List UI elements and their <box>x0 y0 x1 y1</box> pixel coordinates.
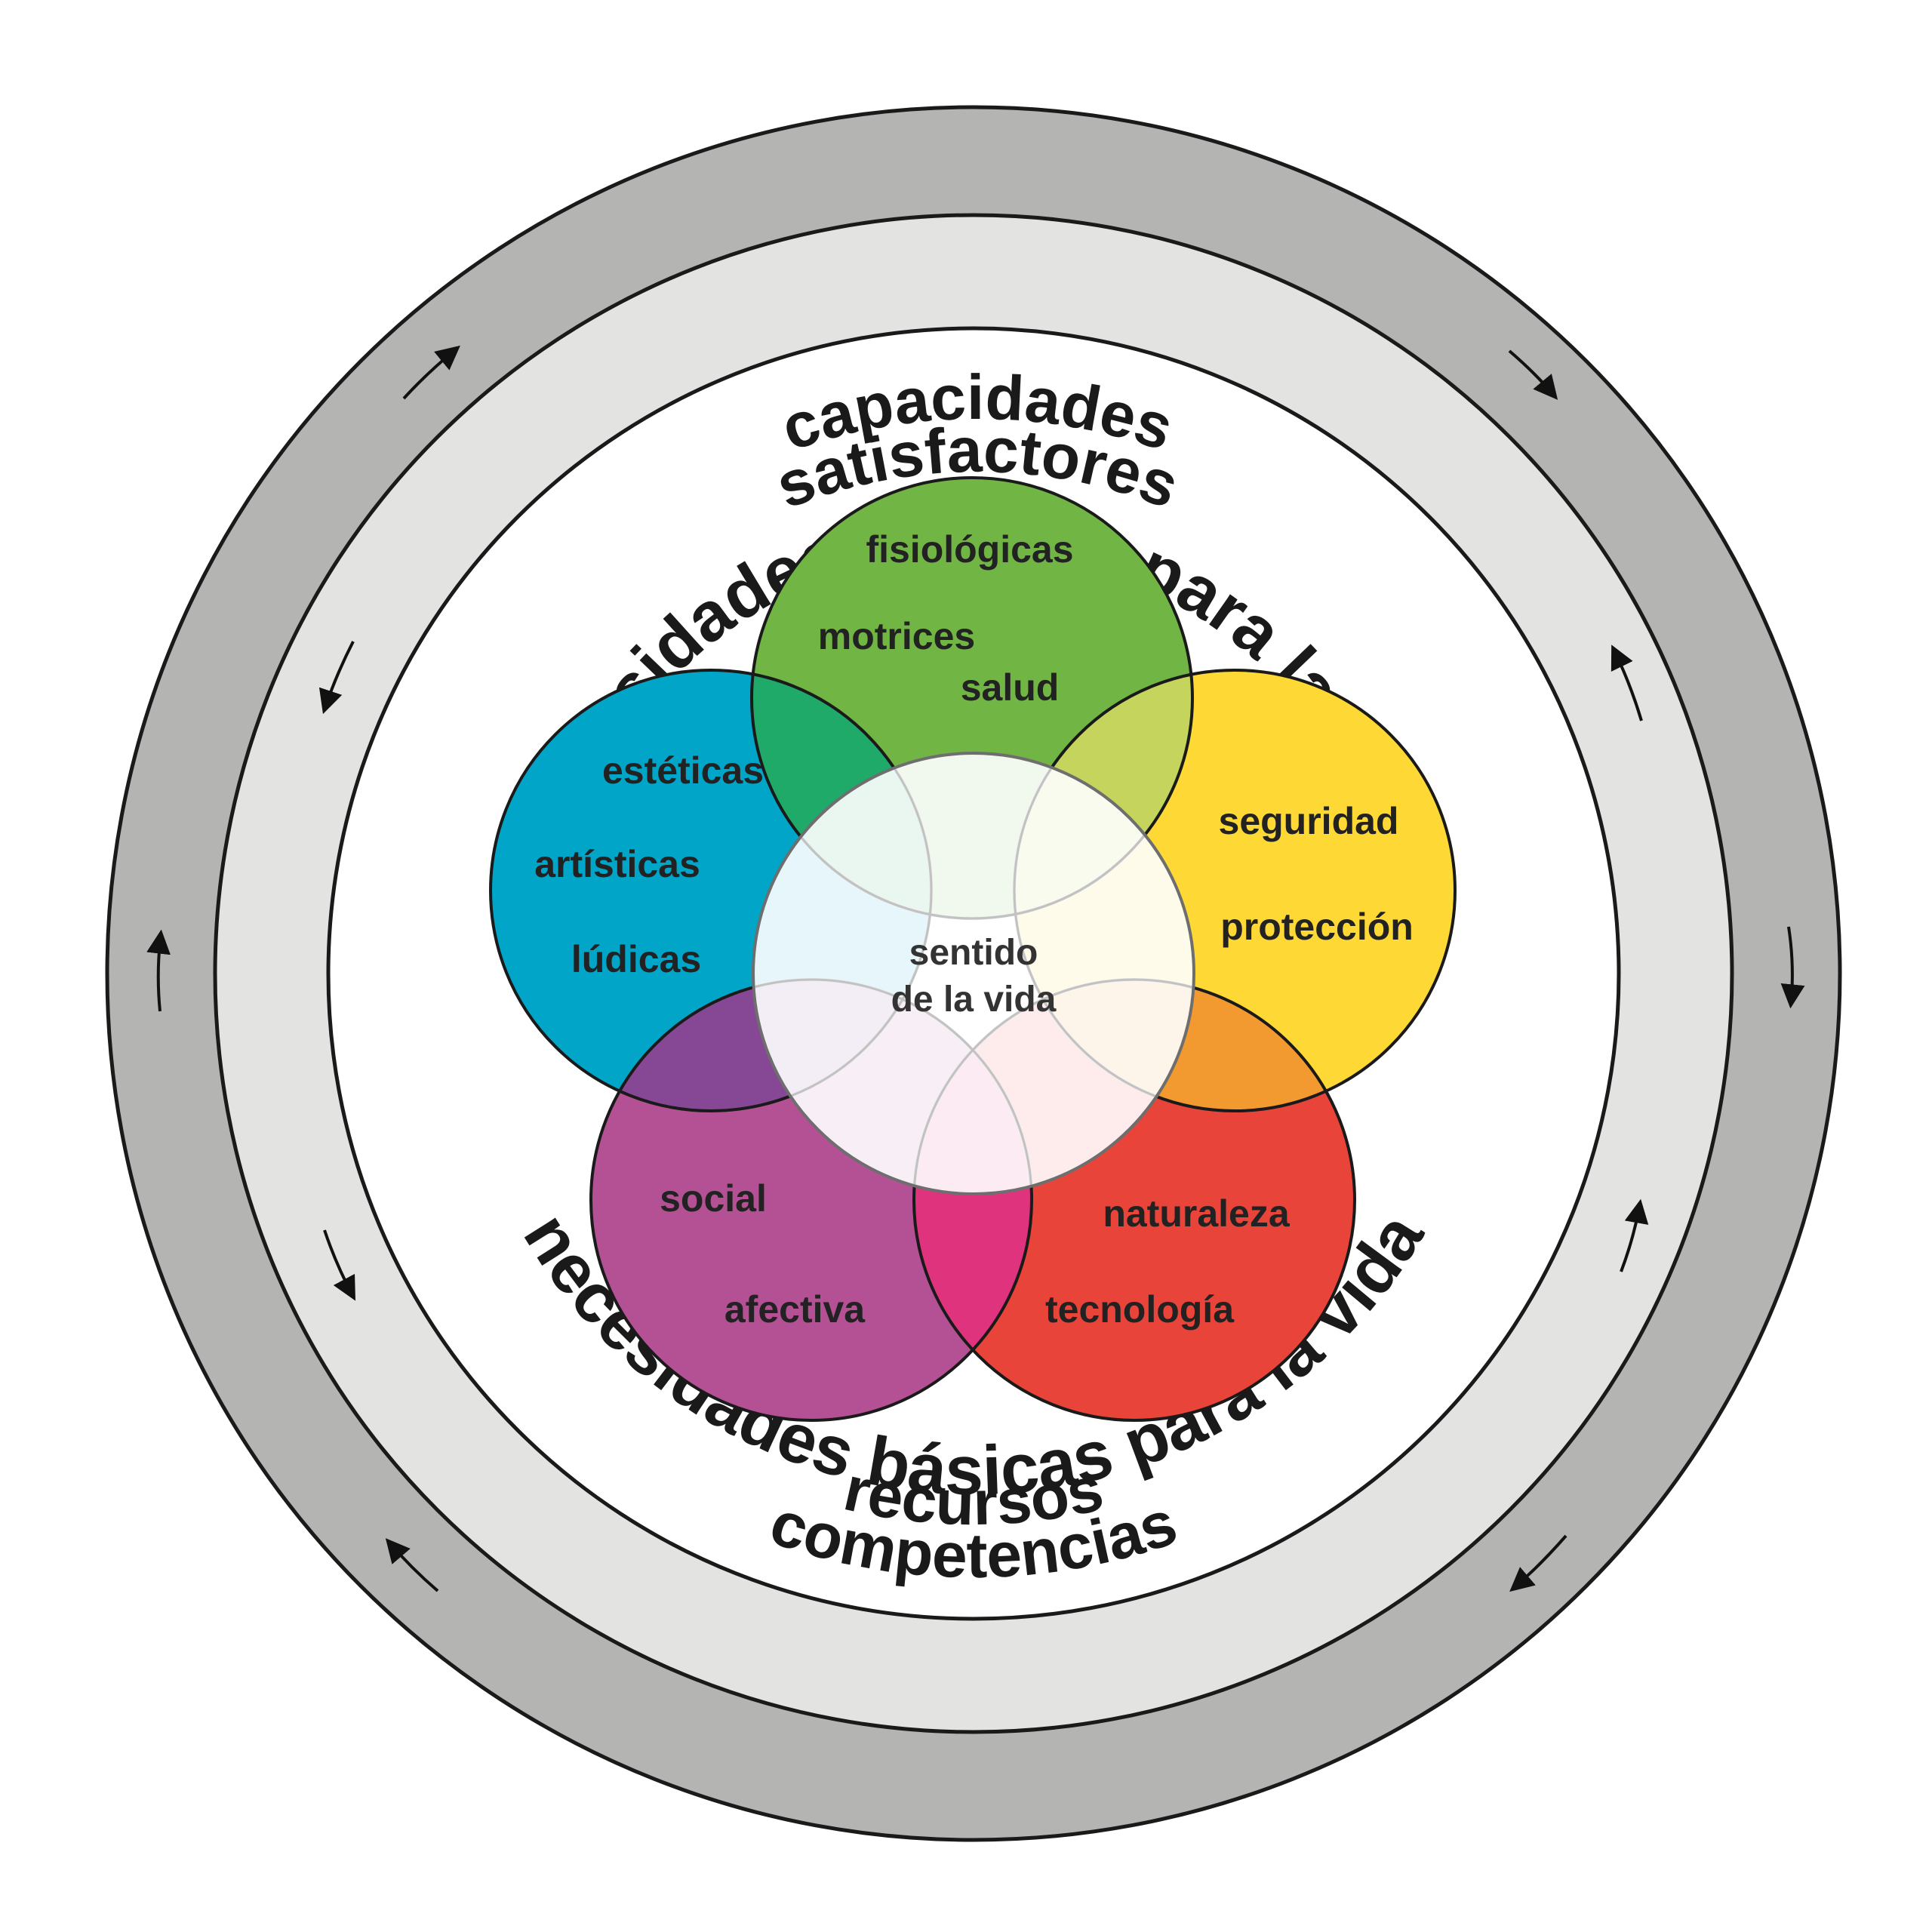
center-inner-arcs <box>755 755 1192 1192</box>
curved-arrow-icon <box>318 641 355 715</box>
label-salud: salud <box>961 666 1060 709</box>
label-artisticas: artísticas <box>534 843 700 885</box>
label-ludicas: lúdicas <box>571 938 701 980</box>
curved-arrow-icon <box>385 1538 439 1592</box>
overlap-green-blue <box>752 670 931 918</box>
overlap-green-yellow <box>1014 670 1192 918</box>
label-motrices: motrices <box>818 615 975 657</box>
label-naturaleza: naturaleza <box>1103 1192 1291 1235</box>
center-label-line1: sentido <box>909 933 1038 973</box>
curved-arrow-icon <box>146 929 171 1012</box>
curved-arrow-icon <box>323 1229 356 1301</box>
label-proteccion: protección <box>1220 906 1414 948</box>
curved-arrow-icon <box>1508 349 1558 400</box>
label-fisiologicas: fisiológicas <box>866 528 1073 571</box>
curved-arrow-icon <box>1509 1534 1567 1592</box>
curved-arrow-icon <box>1611 645 1643 721</box>
center-circle <box>752 752 1195 1195</box>
label-afectiva: afectiva <box>724 1288 866 1331</box>
curved-arrow-icon <box>402 345 460 400</box>
curved-arrow-icon <box>1620 1198 1649 1272</box>
label-seguridad: seguridad <box>1219 800 1399 842</box>
inner-cycle-arrows <box>318 641 1649 1301</box>
center-label-line2: de la vida <box>891 980 1057 1020</box>
curved-arrow-icon <box>1780 926 1805 1009</box>
label-tecnologia: tecnología <box>1045 1288 1235 1331</box>
label-social: social <box>660 1177 767 1220</box>
cycle-arrows <box>146 345 1805 1592</box>
label-esteticas: estéticas <box>602 749 764 792</box>
